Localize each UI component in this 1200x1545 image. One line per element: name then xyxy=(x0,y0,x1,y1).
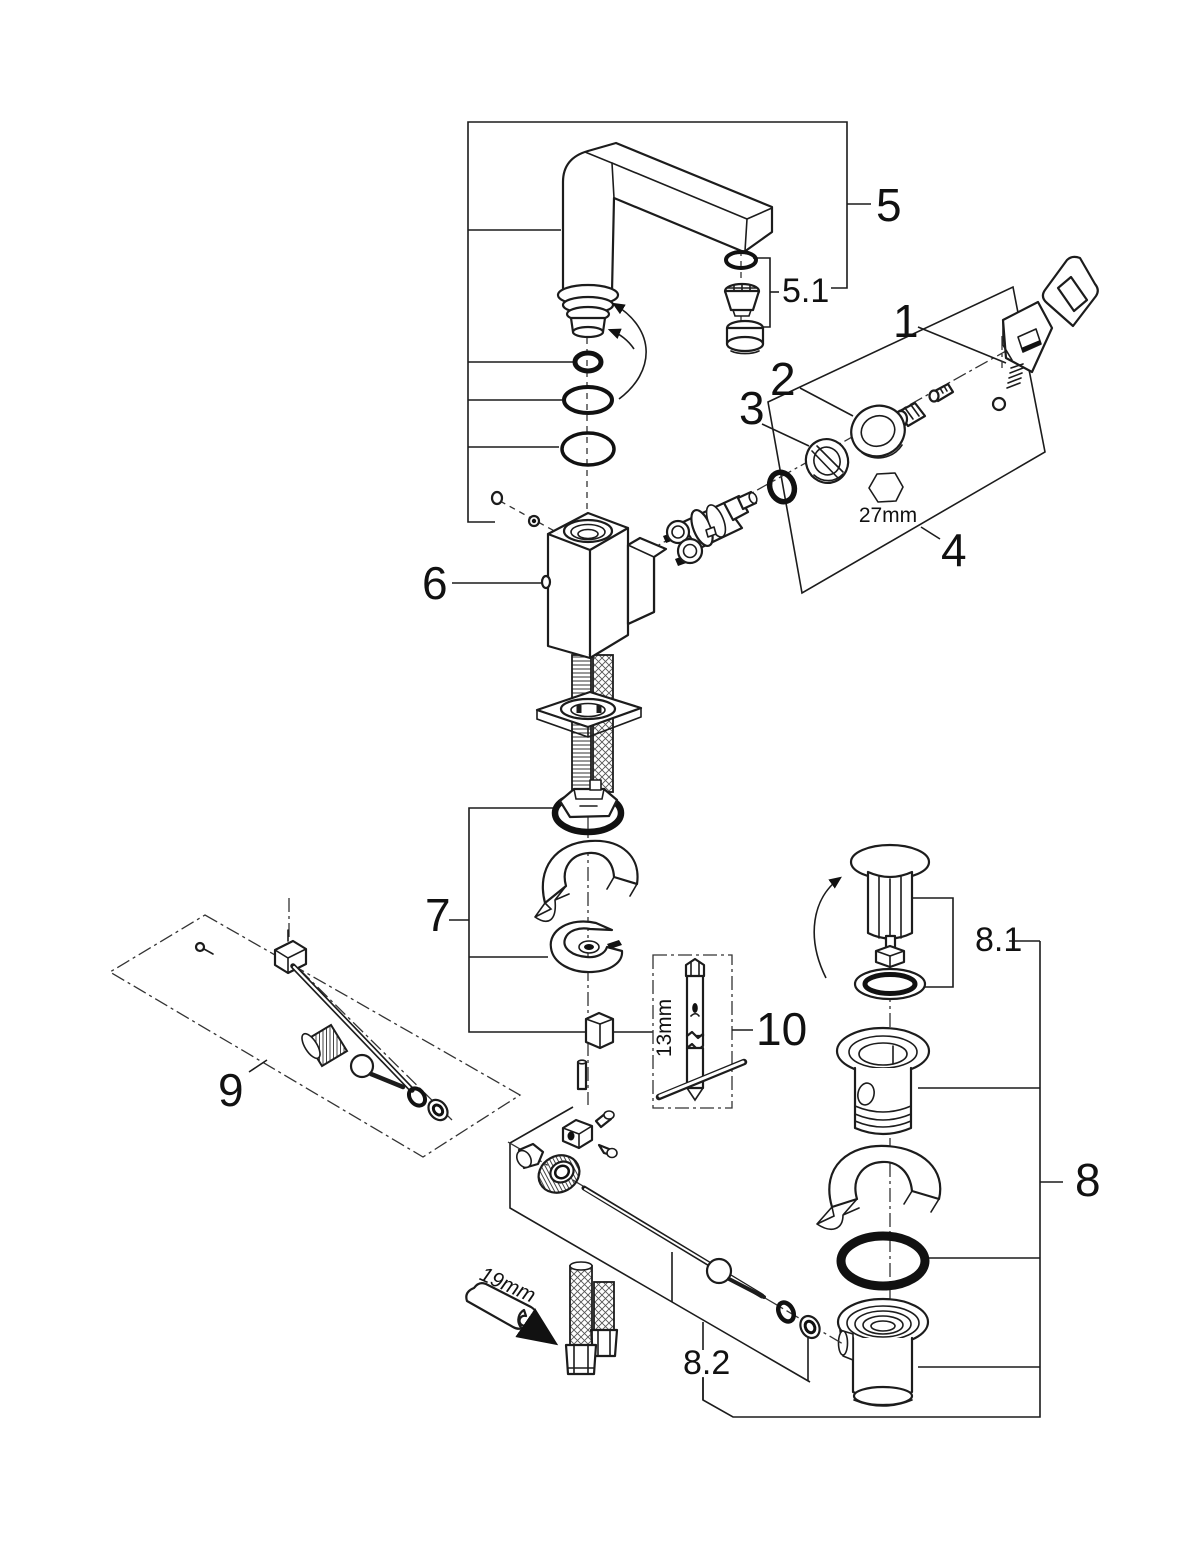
rod-connector xyxy=(273,929,308,975)
base-oring-clamp xyxy=(551,779,625,836)
c-clamp xyxy=(549,920,624,974)
rotation-arrow xyxy=(611,302,647,400)
callout-10: 10 xyxy=(756,1003,807,1055)
wedge-support xyxy=(534,839,639,922)
mounting-ring xyxy=(804,438,850,484)
drain-plug xyxy=(813,843,931,1001)
callout-8-1: 8.1 xyxy=(975,921,1022,959)
group9-outline xyxy=(108,914,522,1158)
spout-group-bracket xyxy=(467,121,871,523)
ball xyxy=(991,396,1007,412)
handle-cartridge-group xyxy=(647,255,1099,595)
open-end-wrench xyxy=(465,1282,559,1346)
wrench-and-hoses xyxy=(465,1261,619,1376)
knurled-ring-nut xyxy=(537,1154,581,1194)
callout-7: 7 xyxy=(425,889,451,941)
drain-group xyxy=(702,843,1063,1418)
hex-27mm xyxy=(868,472,904,503)
drain-upper-body xyxy=(835,1026,931,1136)
dim-13mm: 13mm xyxy=(653,999,676,1057)
spout-o-rings xyxy=(560,350,616,467)
handle-screw xyxy=(928,382,955,403)
spout xyxy=(556,141,774,400)
cap-nut xyxy=(515,1142,545,1170)
callout-6: 6 xyxy=(422,557,448,609)
callout-4: 4 xyxy=(941,524,967,576)
callout-9: 9 xyxy=(218,1064,244,1116)
supply-hoses xyxy=(564,1261,619,1376)
wrench-arrow xyxy=(515,1308,559,1346)
knurled-nut xyxy=(301,1023,349,1068)
callout-2: 2 xyxy=(770,353,796,405)
hex-nut xyxy=(584,1011,615,1050)
callout-5: 5 xyxy=(876,179,902,231)
rod-washer xyxy=(427,1098,449,1122)
rod-ball xyxy=(349,1053,375,1079)
drain-rod-ball xyxy=(705,1257,733,1285)
group-outline xyxy=(767,285,1046,595)
popup-rod-group xyxy=(108,898,522,1158)
callout-8-2: 8.2 xyxy=(683,1344,730,1382)
mounting-group xyxy=(449,779,653,1105)
rod-oring xyxy=(406,1086,428,1108)
pin xyxy=(576,1059,588,1091)
aerator-assembly xyxy=(723,250,765,355)
tool-box xyxy=(652,954,733,1109)
escutcheon-plate xyxy=(535,690,643,738)
dim-27mm: 27mm xyxy=(859,504,917,527)
drain-lower-body xyxy=(836,1297,930,1407)
drain-rod-group xyxy=(507,1106,844,1400)
body-block xyxy=(540,511,668,660)
faucet-body xyxy=(452,490,668,793)
drain-oring xyxy=(836,1231,930,1291)
rod-connector-block xyxy=(561,1110,618,1159)
cover-ring xyxy=(850,404,906,459)
spring xyxy=(1006,363,1024,389)
callout-5-1: 5.1 xyxy=(782,272,829,310)
seal-ring xyxy=(766,469,798,505)
drain-wedge xyxy=(816,1144,942,1231)
callout-3: 3 xyxy=(739,382,765,434)
callout-8: 8 xyxy=(1075,1154,1101,1206)
plug-screw xyxy=(490,490,504,506)
drain-rod-oring xyxy=(775,1300,797,1324)
lever-handle xyxy=(1001,255,1099,374)
cartridge xyxy=(663,490,758,566)
socket-tool-group xyxy=(652,954,753,1109)
small-screw xyxy=(194,941,206,953)
socket-tool xyxy=(655,957,748,1102)
callout-1: 1 xyxy=(893,295,919,347)
drain-rod-washer xyxy=(799,1314,821,1340)
